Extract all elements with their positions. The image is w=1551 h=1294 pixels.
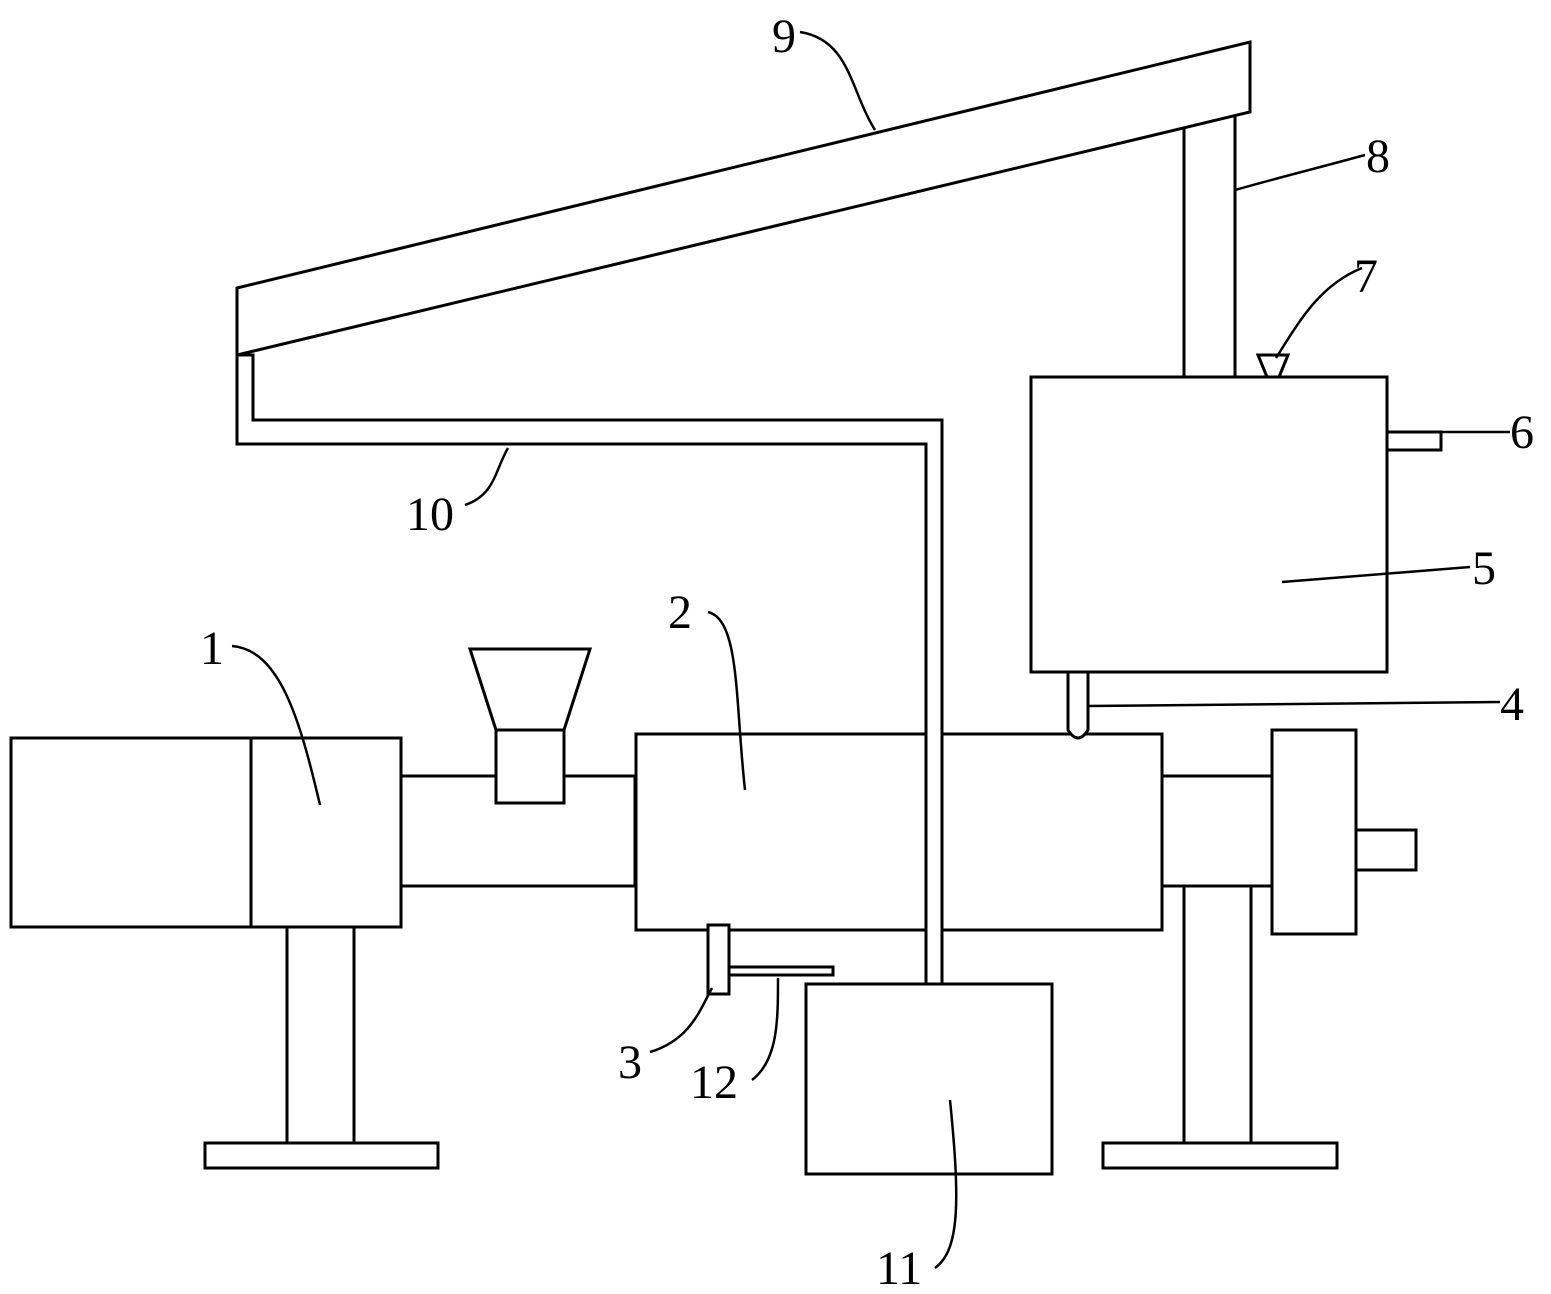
inclined-trough [235,40,1252,357]
label-10: 10 [406,488,454,541]
left-stand [203,925,440,1170]
tank-inlet-funnel [1255,353,1291,379]
label-3: 3 [618,1036,642,1089]
end-shaft [1354,828,1418,872]
label-6: 6 [1510,406,1534,459]
feed-hopper [467,647,593,805]
tank-to-barrel-pipe [1066,670,1090,740]
leader-2 [707,610,747,791]
drain-valve [706,923,731,996]
label-8: 8 [1366,130,1390,183]
right-stand-base [1101,1141,1339,1170]
motor-housing-body [9,736,403,929]
right-stand-column [1182,868,1253,1145]
label-1: 1 [200,622,224,675]
label-11: 11 [876,1242,922,1294]
leader-12 [751,977,780,1081]
collection-box [804,982,1054,1176]
label-9: 9 [772,10,796,63]
main-barrel [634,732,1164,932]
tank-side-outlet [1385,430,1443,452]
feed-hopper-neck [494,728,566,805]
leader-1 [231,644,322,806]
label-12: 12 [690,1056,738,1109]
label-5: 5 [1472,542,1496,595]
drain-pipe [727,965,835,977]
vertical-support [1182,113,1237,379]
leader-7 [1274,266,1363,359]
label-2: 2 [668,586,692,639]
shaft-right-segment [1160,774,1274,888]
leader-5 [1281,565,1471,584]
label-7: 7 [1354,250,1378,303]
drive-pulley [1270,728,1418,936]
leader-9 [799,30,877,131]
feed-hopper-funnel [467,647,593,732]
right-stand [1101,868,1339,1170]
water-tank [1029,375,1389,674]
leader-11 [934,1099,958,1270]
left-stand-base [203,1141,440,1170]
label-4: 4 [1500,678,1524,731]
leader-4 [1087,700,1501,708]
pulley-disc [1270,728,1358,936]
left-stand-column [285,925,356,1145]
leader-lines [231,30,1510,1270]
leader-8 [1234,153,1366,192]
motor-housing [9,736,403,929]
reference-numerals: 1 2 3 4 5 6 7 8 9 10 11 12 [200,10,1534,1294]
leader-3 [649,987,714,1054]
leader-10 [464,447,510,507]
